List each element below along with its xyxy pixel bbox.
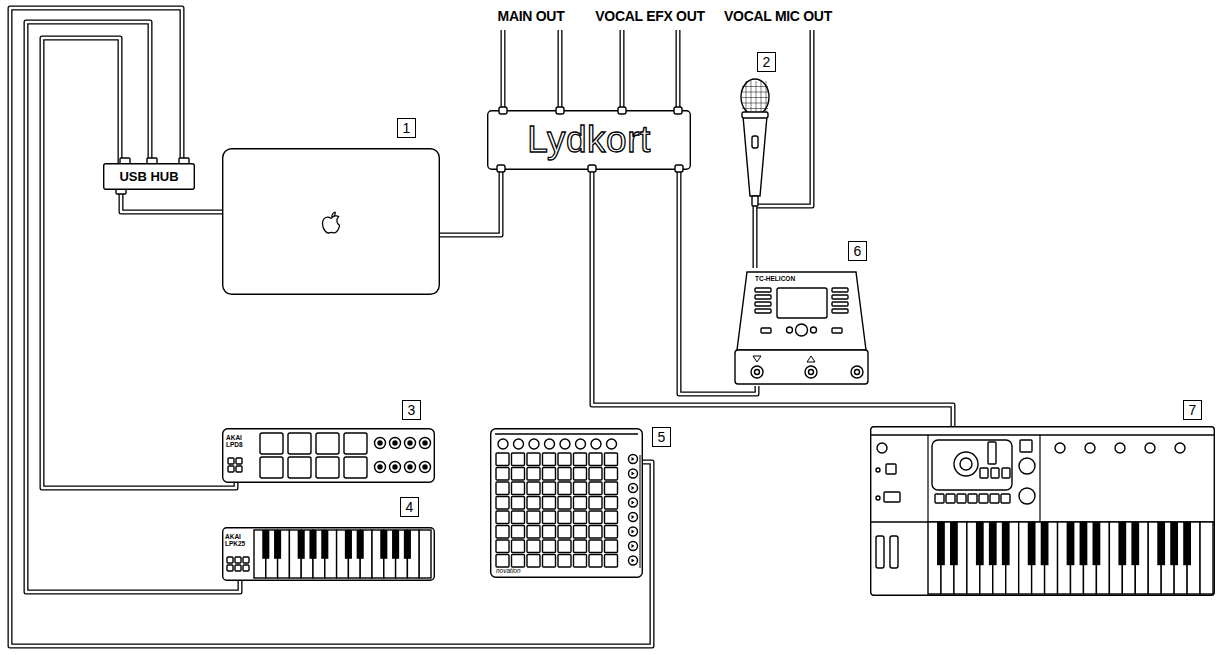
callout-number: 3	[402, 400, 421, 420]
cable	[755, 206, 756, 268]
vocal-processor-drawing	[733, 268, 870, 386]
midi-keyboard: 4AKAI LPK25	[222, 527, 435, 581]
cable	[592, 170, 953, 426]
hub-label: USB HUB	[103, 170, 195, 183]
pad-controller: 3AKAI LPD8	[222, 428, 435, 483]
output-label: VOCAL EFX OUT	[595, 9, 704, 23]
laptop: 1	[222, 148, 440, 295]
output-label: VOCAL MIC OUT	[724, 9, 832, 23]
cable	[121, 190, 222, 212]
cable	[26, 22, 240, 592]
laptop-drawing	[222, 148, 440, 295]
cable	[10, 8, 652, 646]
output-label: MAIN OUT	[498, 9, 565, 23]
callout-number: 4	[400, 497, 419, 517]
brand-text: TC-HELICON	[755, 276, 795, 283]
usb-hub: USB HUB	[103, 163, 195, 190]
audio-interface: Lydkort	[487, 110, 691, 170]
cable	[440, 170, 501, 235]
pad-controller-drawing	[222, 428, 435, 483]
callout-number: 1	[397, 118, 416, 138]
callout-number: 2	[757, 52, 776, 72]
brand-text: novation	[496, 568, 521, 575]
grid-controller: 5novation	[490, 428, 643, 578]
synthesizer-drawing	[870, 426, 1215, 596]
vocal-processor: 6TC-HELICON	[733, 268, 870, 386]
midi-keyboard-drawing	[222, 527, 435, 581]
callout-number: 5	[652, 427, 671, 447]
synthesizer: 7	[870, 426, 1215, 596]
microphone-drawing	[738, 78, 772, 206]
cable	[42, 38, 236, 488]
brand-text: AKAI LPK25	[225, 533, 253, 548]
callout-number: 6	[848, 241, 867, 261]
grid-controller-drawing	[490, 428, 643, 578]
interface-label: Lydkort	[487, 121, 691, 158]
microphone: 2	[738, 78, 772, 206]
brand-text: AKAI LPD8	[226, 434, 256, 449]
callout-number: 7	[1183, 400, 1202, 420]
